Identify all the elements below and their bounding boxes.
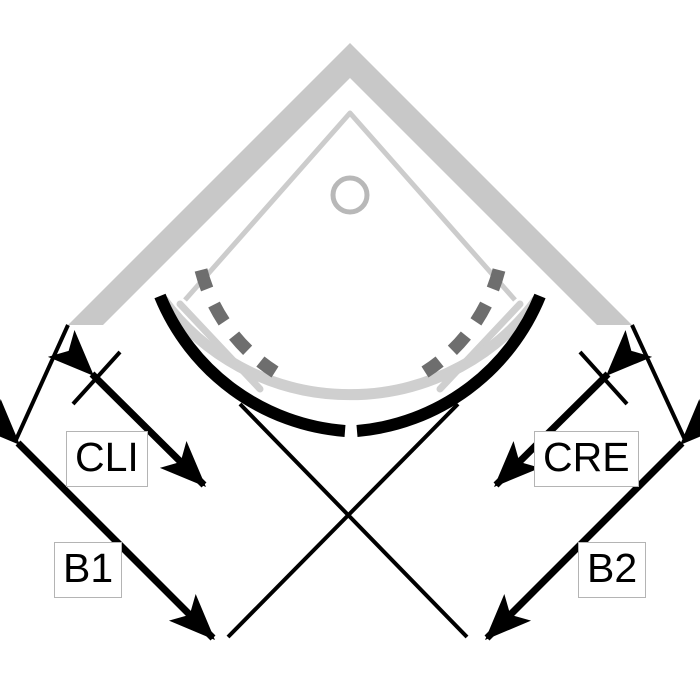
shower-tray-side-rails	[176, 300, 524, 393]
track-dashed-arc	[194, 268, 506, 378]
drain-icon	[330, 175, 370, 215]
dimension-label-cre: CRE	[534, 431, 639, 487]
door-panel-arc	[154, 293, 546, 437]
shower-tray-outline	[183, 110, 517, 302]
tray-front-edge-arc	[158, 296, 542, 401]
wall-band	[68, 43, 632, 325]
dimension-arrow-b1	[0, 398, 216, 641]
dimension-arrow-b2	[484, 398, 700, 641]
dimension-label-cli: CLI	[66, 431, 148, 487]
dimension-label-b1: B1	[54, 542, 123, 598]
dimension-label-b2: B2	[578, 542, 647, 598]
